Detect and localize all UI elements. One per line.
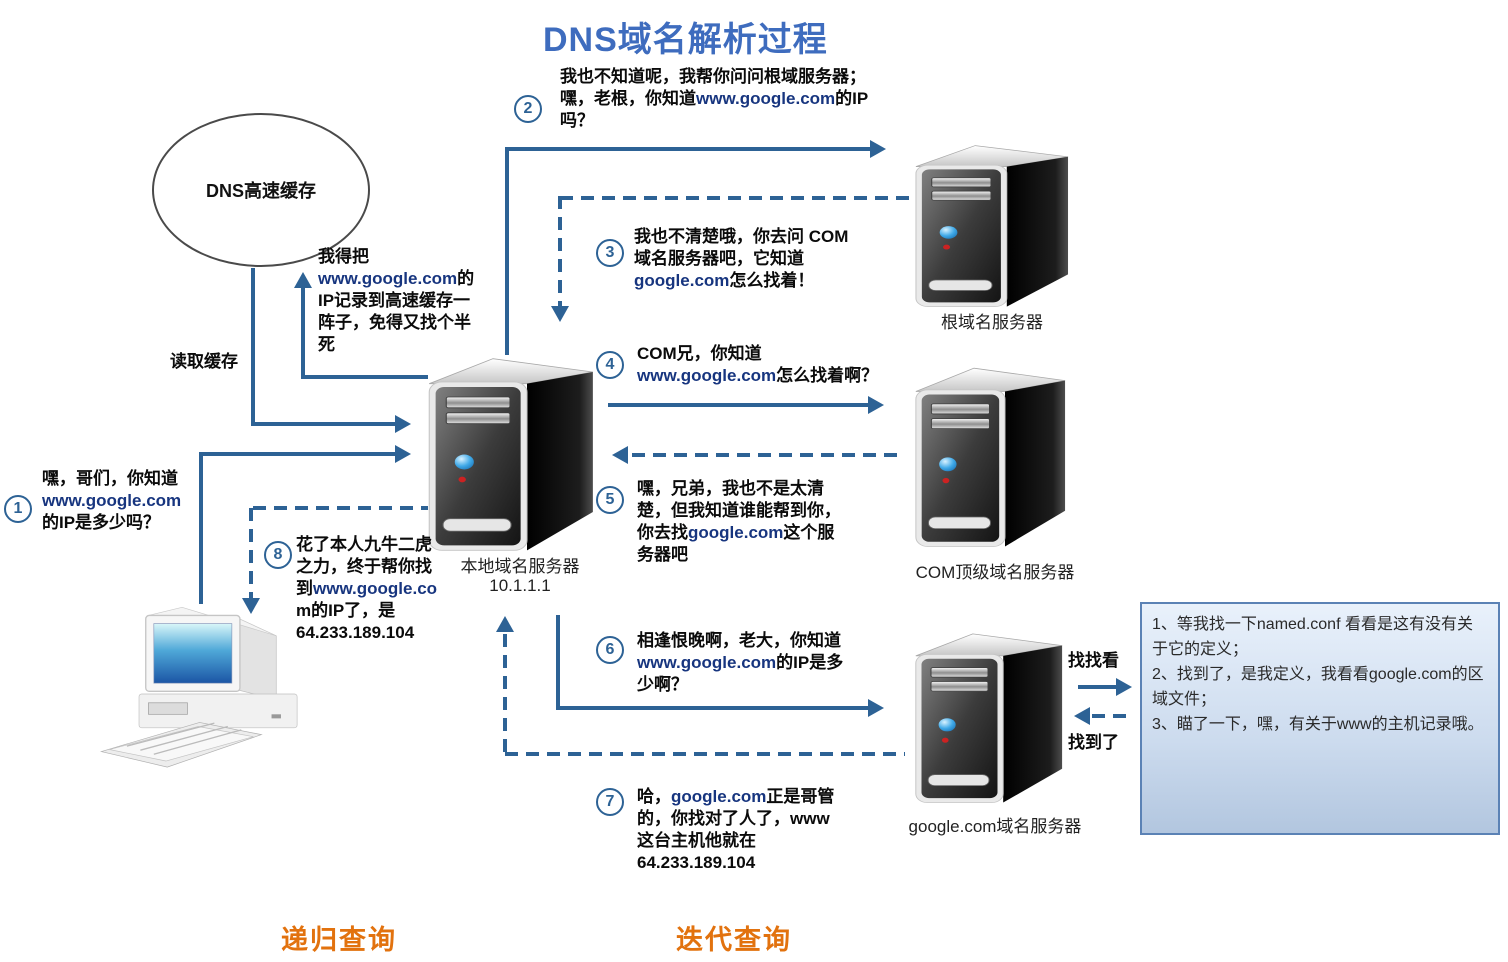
arrow-q3-vertical bbox=[558, 196, 562, 306]
arrow-q2-horizontal bbox=[505, 147, 872, 151]
arrowhead-readcache bbox=[395, 415, 411, 433]
arrow-lookup-left-line bbox=[1092, 714, 1130, 718]
arrow-q4-line bbox=[608, 403, 870, 407]
step-2-text: 我也不知道呢，我帮你问问根域服务器；嘿，老根，你知道www.google.com… bbox=[560, 67, 869, 130]
arrowhead-q4 bbox=[868, 396, 884, 414]
step-4-circle: 4 bbox=[596, 351, 624, 379]
arrow-q1-horizontal bbox=[199, 452, 397, 456]
lookup-found-label: 找到了 bbox=[1068, 733, 1119, 752]
client-computer-icon bbox=[100, 606, 322, 782]
arrow-q7-horizontal bbox=[505, 752, 905, 756]
note-line-3: 3、瞄了一下，嘿，有关于www的主机记录哦。 bbox=[1152, 716, 1484, 733]
page-title: DNS域名解析过程 bbox=[543, 21, 828, 59]
note-line-2: 2、找到了，是我定义，我看看google.com的区域文件； bbox=[1152, 666, 1484, 708]
arrowhead-q2 bbox=[870, 140, 886, 158]
arrow-q6-vertical bbox=[556, 615, 560, 710]
arrowhead-lookup-right bbox=[1116, 678, 1132, 696]
arrow-q8-horizontal bbox=[253, 506, 428, 510]
root-server-icon bbox=[912, 140, 1070, 308]
com-server-label: COM顶级域名服务器 bbox=[915, 563, 1075, 582]
named-conf-notes-box: 1、等我找一下named.conf 看看是这有没有关于它的定义； 2、找到了，是… bbox=[1140, 602, 1500, 835]
legend-recursive-query: 递归查询 bbox=[281, 925, 397, 955]
local-server-label: 本地域名服务器 bbox=[460, 557, 580, 576]
arrowhead-q6 bbox=[868, 699, 884, 717]
google-server-label: google.com域名服务器 bbox=[908, 817, 1082, 836]
arrow-q7-vertical bbox=[503, 634, 507, 754]
step-3-circle: 3 bbox=[596, 239, 624, 267]
local-server-ip: 10.1.1.1 bbox=[489, 576, 551, 595]
step-6-circle: 6 bbox=[596, 636, 624, 664]
arrow-lookup-right-line bbox=[1078, 685, 1118, 689]
arrowhead-lookup-left bbox=[1074, 707, 1090, 725]
arrowhead-q1 bbox=[395, 445, 411, 463]
google-server-icon bbox=[912, 628, 1064, 804]
dns-cache-label: DNS高速缓存 bbox=[205, 181, 316, 201]
arrow-q3-horizontal bbox=[560, 196, 912, 200]
arrow-readcache-vertical bbox=[251, 268, 255, 424]
cache-read-label: 读取缓存 bbox=[170, 352, 238, 371]
arrow-q1-vertical bbox=[199, 454, 203, 604]
root-server-label: 根域名服务器 bbox=[941, 313, 1043, 332]
arrow-q6-horizontal bbox=[556, 706, 870, 710]
arrow-writecache-horizontal bbox=[301, 375, 428, 379]
step-5-text: 嘿，兄弟，我也不是太清楚，但我知道谁能帮到你，你去找google.com这个服务… bbox=[637, 479, 841, 564]
arrowhead-writecache bbox=[294, 272, 312, 288]
legend-iterative-query: 迭代查询 bbox=[676, 925, 792, 955]
dns-cache-ellipse: DNS高速缓存 bbox=[152, 113, 370, 267]
arrow-q2-vertical bbox=[505, 147, 509, 355]
arrowhead-q8 bbox=[242, 598, 260, 614]
local-server-icon bbox=[425, 352, 595, 552]
lookup-search-label: 找找看 bbox=[1068, 651, 1119, 670]
arrow-writecache-vertical bbox=[301, 288, 305, 377]
step-1-circle: 1 bbox=[4, 495, 32, 523]
note-line-1: 1、等我找一下named.conf 看看是这有没有关于它的定义； bbox=[1152, 616, 1473, 658]
step-5-circle: 5 bbox=[596, 486, 624, 514]
arrowhead-q5 bbox=[612, 446, 628, 464]
step-8-circle: 8 bbox=[264, 541, 292, 569]
step-7-circle: 7 bbox=[596, 788, 624, 816]
arrow-q5-line bbox=[632, 453, 905, 457]
arrowhead-q7 bbox=[496, 616, 514, 632]
arrow-readcache-horizontal bbox=[251, 422, 397, 426]
step-2-circle: 2 bbox=[514, 95, 542, 123]
arrowhead-q3 bbox=[551, 306, 569, 322]
com-server-icon bbox=[912, 362, 1067, 548]
arrow-q8-vertical bbox=[249, 508, 253, 600]
